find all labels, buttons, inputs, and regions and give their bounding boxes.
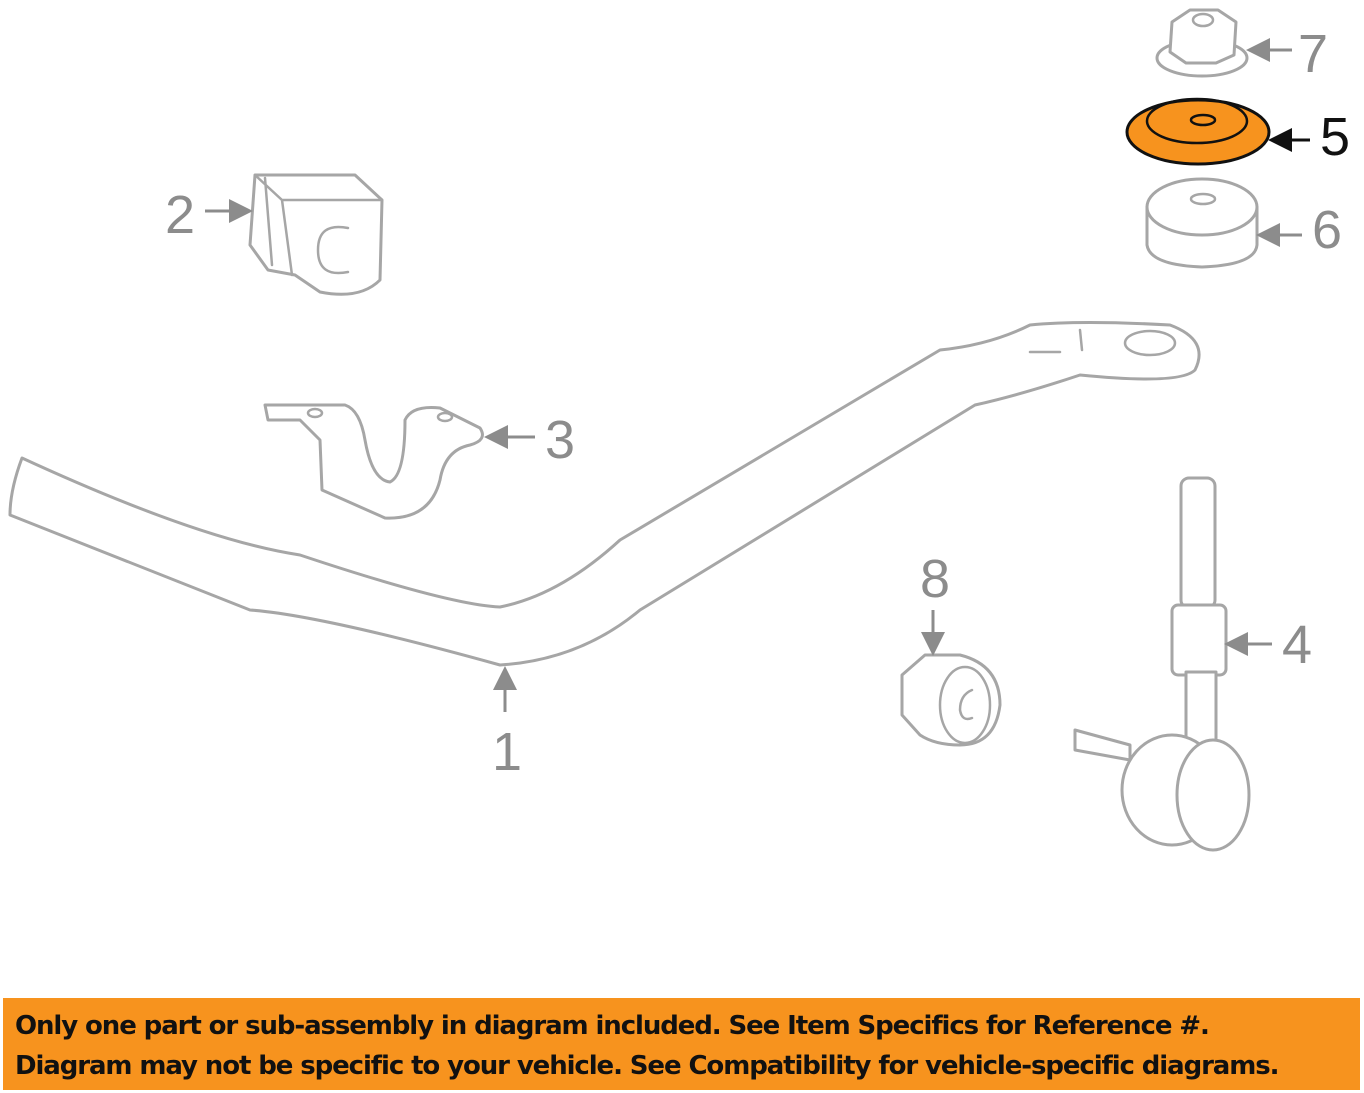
callout-6: 6 [1312,200,1342,260]
disclaimer-line-2: Diagram may not be specific to your vehi… [15,1051,1279,1081]
cushion-part: 6 [1145,177,1342,269]
callout-7: 7 [1298,24,1328,84]
stabilizer-bar-part: 1 [8,321,1201,782]
link-bushing-part: 8 [900,549,1002,747]
callout-5: 5 [1320,107,1350,167]
nut-part: 7 [1155,8,1328,84]
callout-3: 3 [545,410,575,470]
retainer-part: 5 [1125,97,1350,167]
callout-4: 4 [1282,615,1312,675]
bracket-part: 3 [263,403,575,520]
disclaimer-banner: Only one part or sub-assembly in diagram… [3,998,1360,1090]
callout-8: 8 [920,549,950,609]
bushing-part: 2 [165,173,384,296]
callout-1: 1 [492,722,522,782]
parts-diagram: 1 2 3 8 4 7 [8,8,1350,852]
callout-2: 2 [165,185,195,245]
disclaimer-line-1: Only one part or sub-assembly in diagram… [15,1011,1210,1041]
stabilizer-link-part: 4 [1073,476,1312,852]
